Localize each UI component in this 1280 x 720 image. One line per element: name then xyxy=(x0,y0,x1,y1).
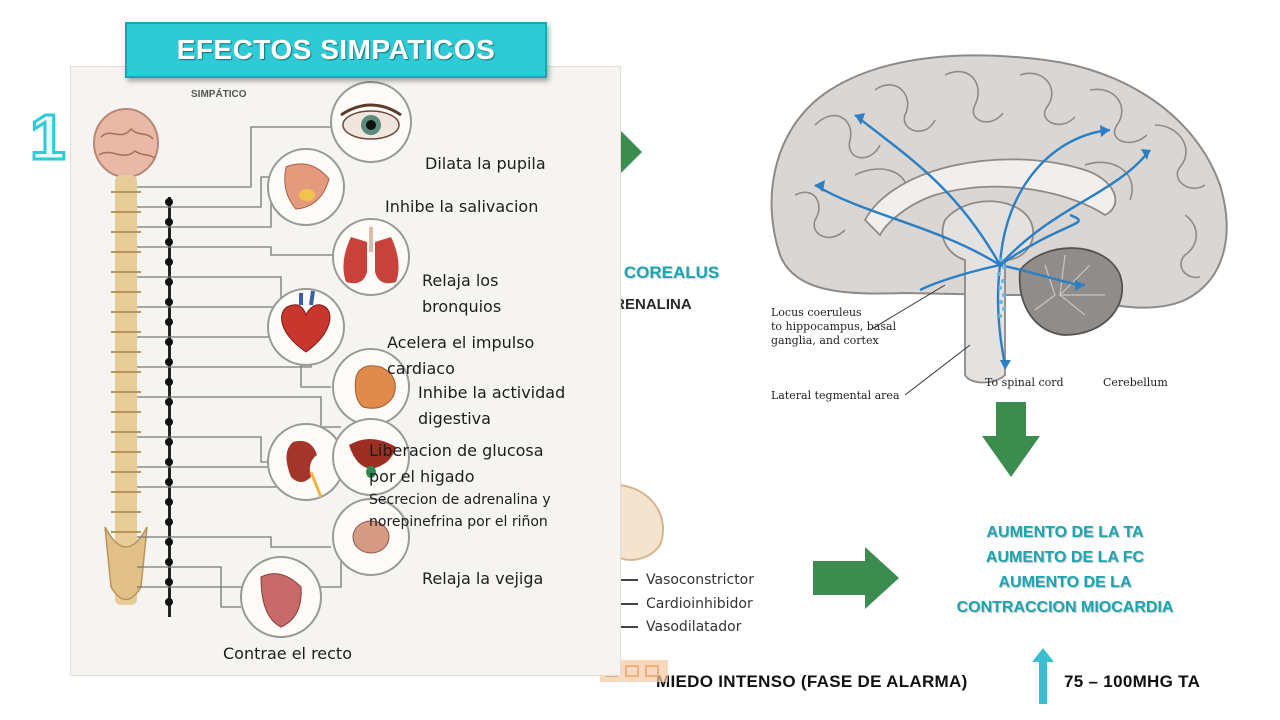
effect-pupil: Dilata la pupila xyxy=(425,154,546,173)
result-contraction-line1: AUMENTO DE LA xyxy=(998,574,1132,591)
effect-heart-line1: Acelera el impulso xyxy=(387,333,535,352)
legend-cardioinhibidor: Cardioinhibidor xyxy=(620,596,753,612)
effect-glucose-line2: por el higado xyxy=(369,467,475,486)
ganglion-chain-icon xyxy=(165,197,173,617)
sympathetic-diagram xyxy=(93,81,412,638)
legend-label: Cardioinhibidor xyxy=(646,596,753,612)
arrow-up-icon xyxy=(1032,648,1054,704)
effect-digestive-line1: Inhibe la actividad xyxy=(418,383,566,402)
result-fc: AUMENTO DE LA FC xyxy=(985,549,1145,566)
brain-label-tegmental: Lateral tegmental area xyxy=(771,389,900,402)
legend-dash-icon xyxy=(620,626,638,628)
brain-label-spinal: To spinal cord xyxy=(985,376,1064,389)
effect-bronchi-line2: bronquios xyxy=(422,297,502,316)
brain-label-locus-2: to hippocampus, basal xyxy=(771,320,897,333)
arrow-down-icon xyxy=(982,402,1040,477)
corpus-callosum-icon xyxy=(863,158,1117,237)
brain-label-cerebellum: Cerebellum xyxy=(1103,376,1168,389)
partial-organ-illustration xyxy=(600,484,668,682)
background-slide-number: 1 xyxy=(29,100,68,175)
effect-digestive-line2: digestiva xyxy=(418,409,491,428)
effect-bladder: Relaja la vejiga xyxy=(422,569,544,588)
effect-adrenaline-line2: norepinefrina por el riñon xyxy=(369,514,548,530)
brain-label-locus-3: ganglia, and cortex xyxy=(771,334,879,347)
results-block: AUMENTO DE LA TA AUMENTO DE LA FC AUMENT… xyxy=(905,520,1225,620)
result-contraction-line2: CONTRACCION MIOCARDIA xyxy=(956,599,1174,616)
legend-label: Vasoconstrictor xyxy=(646,572,755,588)
effect-salivation: Inhibe la salivacion xyxy=(385,197,539,216)
legend-vasoconstrictor: Vasoconstrictor xyxy=(620,572,754,588)
legend-dash-icon xyxy=(620,603,638,605)
brain-sagittal-illustration xyxy=(770,54,1228,396)
ta-value: 75 – 100MHG TA xyxy=(1064,672,1201,691)
effect-bronchi-line1: Relaja los xyxy=(422,271,499,290)
legend-vasodilatador: Vasodilatador xyxy=(620,619,741,635)
noradrenergic-pathways xyxy=(814,114,1151,366)
effect-heart-line2: cardiaco xyxy=(387,359,455,378)
legend-label: Vasodilatador xyxy=(646,619,742,635)
spinal-column-icon xyxy=(104,175,148,605)
panel-caption: SIMPÁTICO xyxy=(191,89,247,100)
effect-adrenaline-line1: Secrecion de adrenalina y xyxy=(369,492,551,508)
slide-title: EFECTOS SIMPATICOS xyxy=(125,22,547,78)
legend-dash-icon xyxy=(620,579,638,581)
cerebellum-icon xyxy=(1018,247,1124,336)
effect-rectum: Contrae el recto xyxy=(223,644,352,663)
sympathetic-panel: SIMPÁTICO Dilata la pupila Inhibe la sal… xyxy=(70,66,621,676)
brain-label-locus-1: Locus coeruleus xyxy=(771,306,862,319)
arrow-right-bottom-icon xyxy=(813,547,899,609)
result-ta: AUMENTO DE LA TA xyxy=(986,524,1144,541)
fear-label: MIEDO INTENSO (FASE DE ALARMA) xyxy=(656,672,968,691)
brain-icon xyxy=(93,108,159,178)
effect-glucose-line1: Liberacion de glucosa xyxy=(369,441,544,460)
